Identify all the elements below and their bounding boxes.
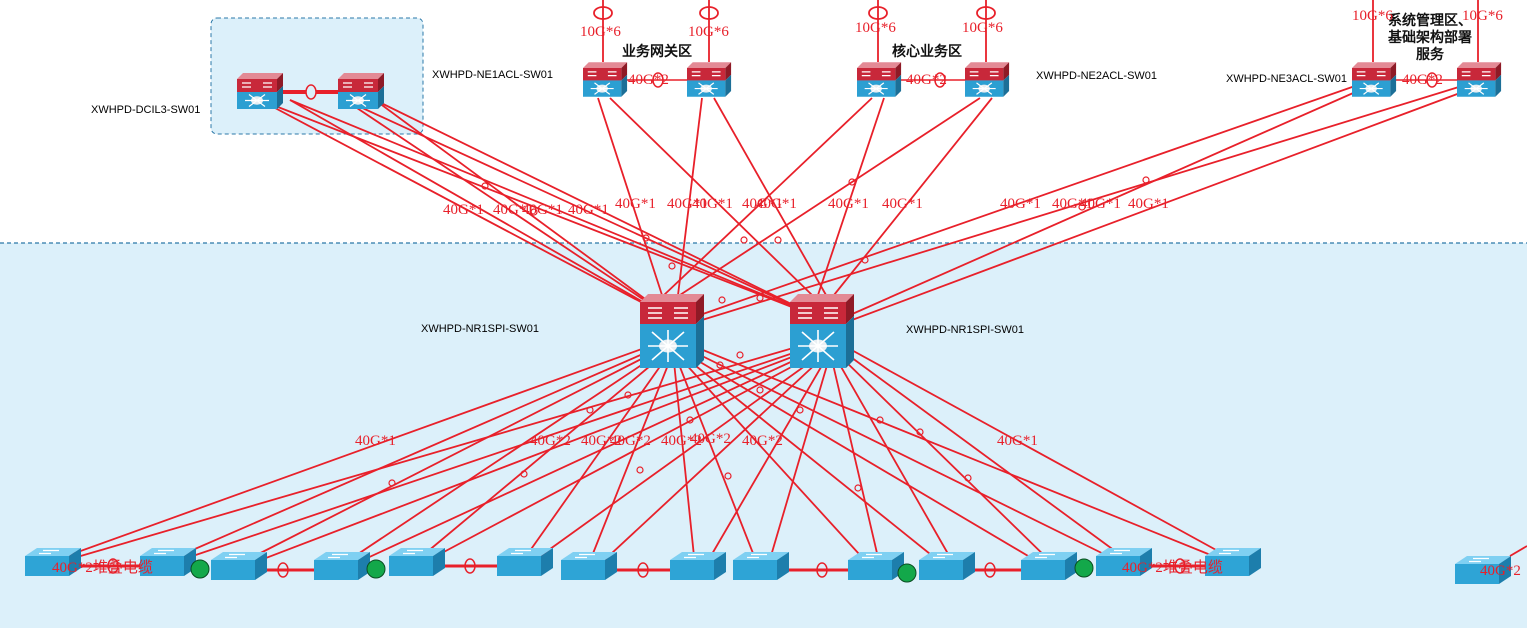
upper-bandwidth-label: 40G*1: [828, 196, 869, 212]
device-label-spine2: XWHPD-NR1SPI-SW01: [906, 324, 1024, 336]
upper-bandwidth-label: 40G*1: [568, 202, 609, 218]
status-dot-icon: [1074, 558, 1094, 578]
access-switch-icon: [919, 552, 975, 581]
access-switch-icon: [1021, 552, 1077, 581]
spine-switch-2-icon: [790, 294, 855, 368]
uplink-bandwidth-label: 10G*6: [855, 20, 896, 36]
ne1acl-switch-a-icon: [583, 62, 628, 97]
zone-title-mgmt: 系统管理区、 基础架构部署 服务: [1380, 13, 1480, 64]
lower-bandwidth-label: 40G*2: [690, 431, 731, 447]
upper-bandwidth-label: 40G*1: [692, 196, 733, 212]
device-label-ne1acl: XWHPD-NE1ACL-SW01: [432, 69, 554, 81]
dcil3-switch-a-icon: [237, 73, 284, 109]
status-dots: [190, 558, 1094, 583]
uplink-bandwidth-label: 10G*6: [962, 20, 1003, 36]
upper-bandwidth-label: 40G*1: [522, 202, 563, 218]
access-switch-icon: [497, 548, 553, 577]
upper-bandwidth-label: 40G*1: [1080, 196, 1121, 212]
uplink-bandwidth-label: 10G*6: [580, 24, 621, 40]
zone-title-gateway: 业务网关区: [622, 44, 692, 60]
zone-title-mgmt-line2: 基础架构部署: [1388, 30, 1472, 46]
status-dot-icon: [190, 559, 210, 579]
zone-title-core: 核心业务区: [892, 44, 962, 60]
ne2acl-switch-b-icon: [965, 62, 1010, 97]
pair-link-label: 40G*2: [628, 72, 669, 88]
lower-bandwidth-label: 40G*2: [661, 433, 702, 449]
lower-bandwidth-label: 40G*1: [355, 433, 396, 449]
access-switch-icon: [561, 552, 617, 581]
lower-bandwidth-label: 40G*1: [997, 433, 1038, 449]
upper-bandwidth-label: 40G*1: [1000, 196, 1041, 212]
access-switch-icon: [848, 552, 904, 581]
stack-cable-label: 40G*2: [1480, 563, 1521, 579]
pair-link-label: 40G*2: [1402, 72, 1443, 88]
link-port-markers: [388, 176, 1150, 492]
upper-bandwidth-label: 40G*1: [756, 196, 797, 212]
upper-bandwidth-label: 40G*1: [742, 196, 783, 212]
access-switch-icon: [314, 552, 370, 581]
ne3acl-switch-b-icon: [1457, 62, 1502, 97]
zone-title-mgmt-line1: 系统管理区、: [1388, 13, 1472, 29]
stack-cable-label: 40G*2堆叠电缆: [1122, 560, 1223, 576]
spine-switch-1-icon: [640, 294, 705, 368]
upper-bandwidth-label: 40G*1: [667, 196, 708, 212]
uplink-bandwidth-label: 10G*6: [688, 24, 729, 40]
upper-bandwidth-label: 40G*1: [882, 196, 923, 212]
uplink-bandwidth-label: 10G*6: [1352, 8, 1393, 24]
lower-bandwidth-label: 40G*2: [530, 433, 571, 449]
wan-uplink-links: [593, 0, 1479, 62]
uplink-bandwidth-label: 10G*6: [1462, 8, 1503, 24]
lower-bandwidth-label: 40G*2: [742, 433, 783, 449]
lower-bandwidth-label: 40G*2: [581, 433, 622, 449]
zone-title-mgmt-line3: 服务: [1416, 47, 1444, 63]
access-switch-icon: [733, 552, 789, 581]
ne1acl-switch-b-icon: [687, 62, 732, 97]
upper-bandwidth-label: 40G*1: [1128, 196, 1169, 212]
upper-bandwidth-label: 40G*1: [443, 202, 484, 218]
device-label-dcil3: XWHPD-DCIL3-SW01: [91, 104, 201, 116]
access-switch-icon: [211, 552, 267, 581]
device-label-spine1: XWHPD-NR1SPI-SW01: [421, 323, 539, 335]
access-pair-links: [80, 72, 1458, 578]
lower-bandwidth-label: 40G*2: [610, 433, 651, 449]
status-dot-icon: [897, 563, 917, 583]
spine-uplink-links: [259, 85, 1469, 321]
device-label-ne3acl: XWHPD-NE3ACL-SW01: [1226, 73, 1348, 85]
dcil3-switch-b-icon: [338, 73, 385, 109]
ne2acl-switch-a-icon: [857, 62, 902, 97]
status-dot-icon: [366, 559, 386, 579]
access-switch-icon: [670, 552, 726, 581]
upper-bandwidth-label: 40G*1: [615, 196, 656, 212]
access-switch-icon: [389, 548, 445, 577]
upper-bandwidth-label: 40G*1: [493, 202, 534, 218]
pair-link-label: 40G*2: [906, 72, 947, 88]
ne3acl-switch-a-icon: [1352, 62, 1397, 97]
spine-access-links: [49, 345, 1239, 567]
device-label-ne2acl: XWHPD-NE2ACL-SW01: [1036, 70, 1158, 82]
stack-cable-label: 40G*2堆叠电缆: [52, 560, 153, 576]
upper-bandwidth-label: 40G*1: [1052, 196, 1093, 212]
